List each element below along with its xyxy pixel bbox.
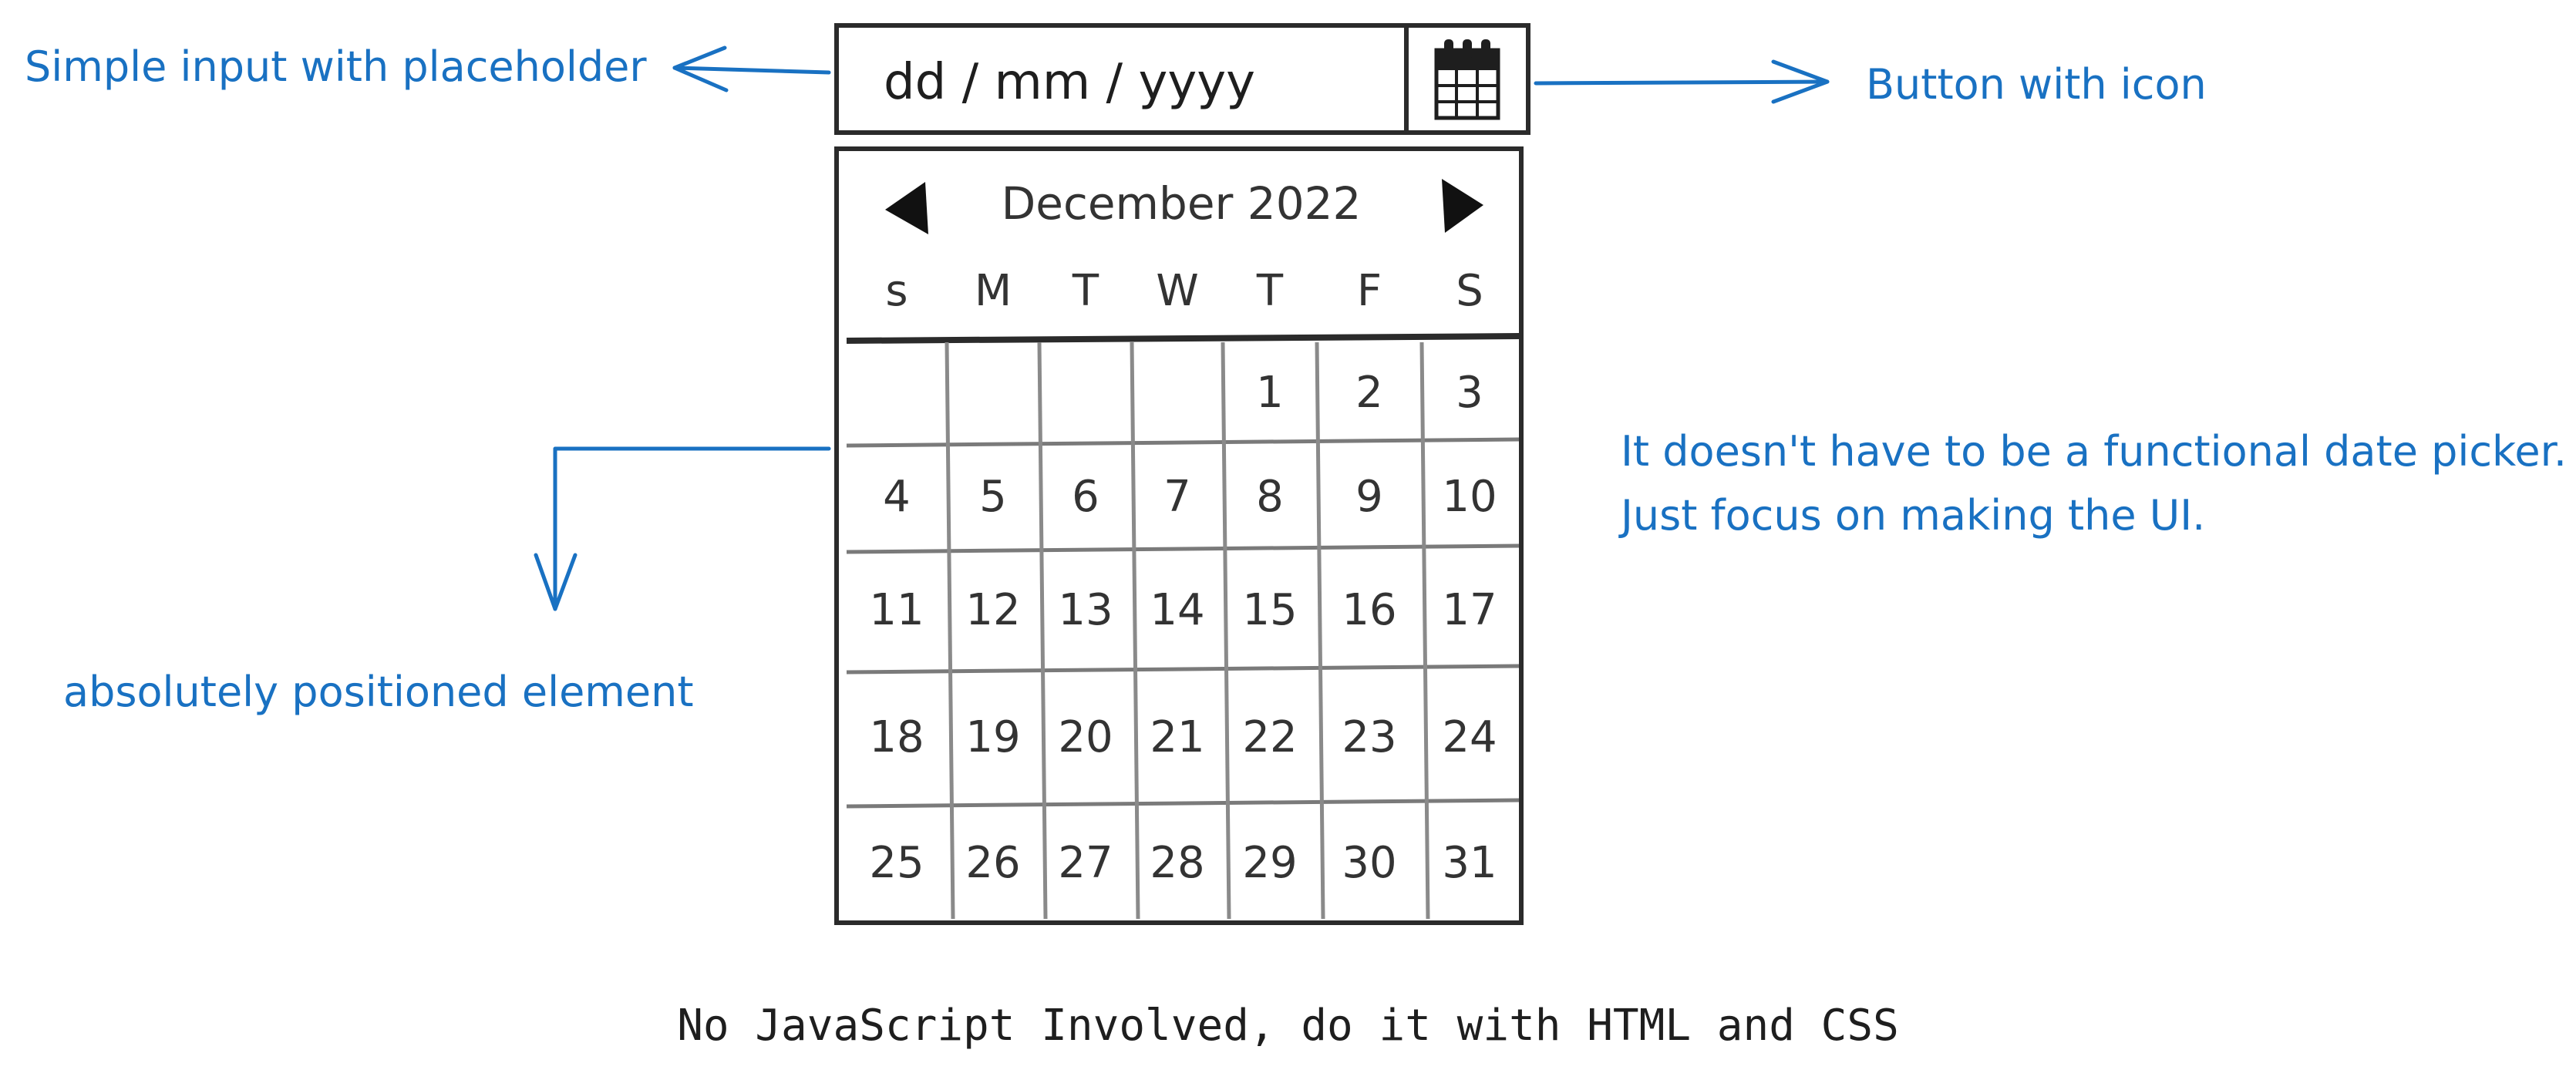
- weekday-label: M: [975, 266, 1012, 316]
- button-annotation-arrow: [1534, 59, 1830, 104]
- weekday-label: W: [1156, 266, 1198, 316]
- weekday-label: T: [1256, 266, 1284, 316]
- input-annotation-arrow: [672, 45, 831, 93]
- weekday-label: F: [1357, 266, 1382, 316]
- day-cell[interactable]: 24: [1442, 712, 1497, 762]
- day-cell[interactable]: 22: [1242, 712, 1297, 762]
- day-cell[interactable]: 28: [1150, 838, 1204, 888]
- weekday-label: S: [1456, 266, 1483, 316]
- day-cell[interactable]: 6: [1072, 472, 1099, 522]
- weekday-label: T: [1072, 266, 1099, 316]
- prev-month-button[interactable]: [885, 182, 928, 234]
- row-divider: [846, 664, 1519, 675]
- day-cell[interactable]: 17: [1442, 585, 1497, 635]
- day-cell[interactable]: 7: [1163, 472, 1191, 522]
- row-divider: [846, 543, 1519, 554]
- day-cell[interactable]: 5: [979, 472, 1007, 522]
- day-cell[interactable]: 8: [1256, 472, 1284, 522]
- date-input-placeholder: dd / mm / yyyy: [884, 54, 1255, 111]
- header-divider: [846, 333, 1519, 344]
- day-cell[interactable]: 16: [1342, 585, 1396, 635]
- day-cell[interactable]: 30: [1342, 838, 1396, 888]
- grid-lines: [846, 341, 1519, 920]
- day-cell[interactable]: 25: [869, 838, 924, 888]
- day-cell[interactable]: 12: [965, 585, 1020, 635]
- absolute-annotation-arrow: [534, 446, 831, 611]
- day-cell[interactable]: 21: [1150, 712, 1204, 762]
- day-cell[interactable]: 15: [1242, 585, 1297, 635]
- column-divider: [1130, 341, 1140, 920]
- day-cell[interactable]: 11: [869, 585, 924, 635]
- next-month-button[interactable]: [1442, 179, 1483, 233]
- row-divider: [846, 437, 1519, 448]
- day-cell[interactable]: 10: [1442, 472, 1497, 522]
- triangle-right-icon: [1442, 179, 1483, 233]
- note-line-2: Just focus on making the UI.: [1621, 491, 2206, 540]
- column-divider: [1221, 341, 1231, 920]
- day-cell[interactable]: 26: [965, 838, 1020, 888]
- day-cell[interactable]: 14: [1150, 585, 1204, 635]
- calendar-icon: [1434, 39, 1500, 119]
- triangle-left-icon: [885, 182, 928, 234]
- column-divider: [1037, 341, 1048, 920]
- day-cell[interactable]: 20: [1058, 712, 1113, 762]
- day-cell[interactable]: 2: [1355, 368, 1383, 418]
- row-divider: [846, 798, 1519, 809]
- day-cell[interactable]: 19: [965, 712, 1020, 762]
- footer-note: No JavaScript Involved, do it with HTML …: [677, 1001, 1899, 1051]
- button-annotation-label: Button with icon: [1866, 60, 2207, 109]
- weekday-label: s: [885, 266, 907, 316]
- note-line-1: It doesn't have to be a functional date …: [1621, 427, 2568, 476]
- day-cell[interactable]: 29: [1242, 838, 1297, 888]
- date-input[interactable]: dd / mm / yyyy: [834, 23, 1530, 135]
- day-cell[interactable]: 27: [1058, 838, 1113, 888]
- day-cell[interactable]: 13: [1058, 585, 1113, 635]
- input-annotation-label: Simple input with placeholder: [25, 42, 647, 91]
- month-label: December 2022: [1002, 177, 1362, 230]
- day-cell[interactable]: 1: [1256, 368, 1284, 418]
- day-cell[interactable]: 4: [883, 472, 911, 522]
- column-divider: [945, 341, 955, 920]
- day-cell[interactable]: 3: [1456, 368, 1483, 418]
- column-divider: [1315, 341, 1325, 920]
- calendar-button[interactable]: [1404, 28, 1526, 130]
- day-cell[interactable]: 9: [1355, 472, 1383, 522]
- day-cell[interactable]: 18: [869, 712, 924, 762]
- day-cell[interactable]: 23: [1342, 712, 1396, 762]
- day-cell[interactable]: 31: [1442, 838, 1497, 888]
- column-divider: [1419, 341, 1430, 920]
- absolute-annotation-label: absolutely positioned element: [63, 668, 694, 716]
